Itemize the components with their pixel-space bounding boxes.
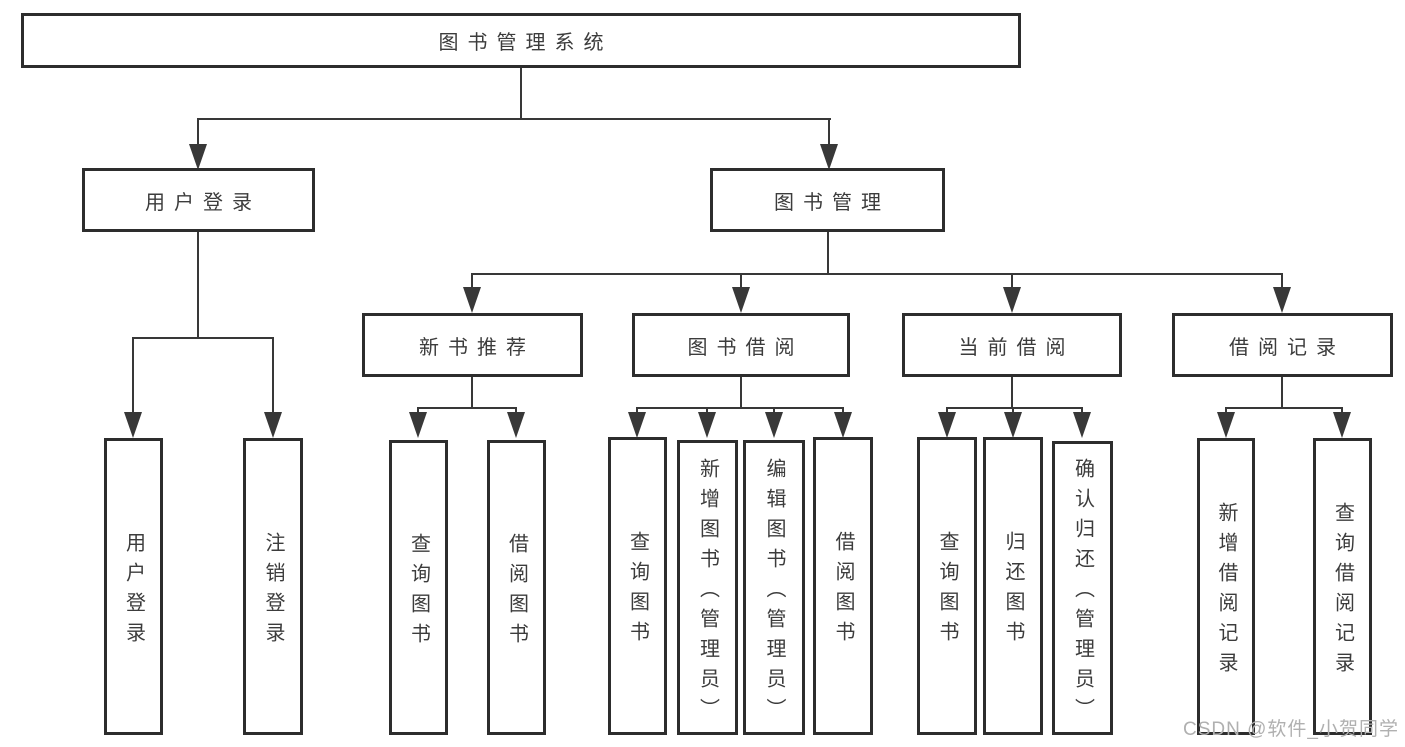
- edge-bookborrow-leaf1-drop: [636, 407, 638, 414]
- node-label: 图书借阅: [687, 336, 804, 359]
- edge-borrowrecords-leaf1-drop: [1225, 407, 1227, 414]
- node-new-book-recommendation: 新书推荐: [362, 313, 583, 377]
- node-book-borrowing: 图书借阅: [632, 313, 850, 377]
- node-label: 当前借阅: [958, 336, 1075, 359]
- arrowhead-bookborrow-leaf3: [765, 412, 783, 438]
- arrowhead-currentborrow-leaf2: [1004, 412, 1022, 438]
- edge-currentborrow-leaf1-drop: [946, 407, 948, 414]
- watermark-text: CSDN @软件_小贺同学: [1183, 719, 1399, 740]
- arrowhead-newbook-leaf2: [507, 412, 525, 438]
- edge-level2-rail: [197, 118, 831, 120]
- node-label: 新增借阅记录: [1215, 501, 1237, 682]
- edge-newbook-stem: [471, 377, 473, 407]
- node-label: 查询图书: [407, 532, 430, 653]
- edge-newbook-drop: [471, 273, 473, 287]
- arrowhead-borrowrecords-leaf1: [1217, 412, 1235, 438]
- edge-bookborrow-drop: [740, 273, 742, 287]
- node-add-books-admin: 新增图书（管理员）: [677, 440, 738, 735]
- node-label: 归还图书: [1002, 531, 1024, 651]
- arrowhead-user-login: [189, 144, 207, 170]
- node-label: 借阅图书: [832, 531, 854, 651]
- node-add-borrow-record: 新增借阅记录: [1197, 438, 1255, 735]
- edge-newbook-leaf2-drop: [515, 407, 517, 414]
- edge-currentborrow-stem: [1011, 377, 1013, 407]
- edge-book-mgmt-drop: [828, 118, 830, 146]
- edge-currentborrow-leaf2-drop: [1012, 407, 1014, 414]
- node-label: 查询图书: [936, 531, 958, 651]
- node-label: 借阅图书: [505, 532, 528, 653]
- node-edit-books-admin: 编辑图书（管理员）: [743, 440, 805, 735]
- node-label: 借阅记录: [1229, 336, 1345, 359]
- arrowhead-borrowrecords: [1273, 287, 1291, 313]
- edge-bookborrow-stem: [740, 377, 742, 407]
- node-label: 图书管理: [774, 191, 890, 214]
- edge-currentborrow-rail: [946, 407, 1083, 409]
- arrowhead-currentborrow: [1003, 287, 1021, 313]
- arrowhead-newbook: [463, 287, 481, 313]
- node-label: 图书管理系统: [438, 32, 613, 54]
- node-query-borrow-record: 查询借阅记录: [1313, 438, 1372, 735]
- arrowhead-borrowrecords-leaf2: [1333, 412, 1351, 438]
- edge-login-leaf1-drop: [132, 337, 134, 412]
- node-label: 查询借阅记录: [1331, 501, 1354, 682]
- node-label: 查询图书: [626, 531, 649, 651]
- arrowhead-bookborrow-leaf2: [698, 412, 716, 438]
- node-borrow-books-2: 借阅图书: [813, 437, 873, 735]
- node-user-login-action: 用户登录: [104, 438, 163, 735]
- arrowhead-bookborrow-leaf4: [834, 412, 852, 438]
- node-label: 用户登录: [145, 191, 261, 214]
- edge-root-stem: [520, 68, 522, 118]
- node-library-management-system: 图书管理系统: [21, 13, 1021, 68]
- edge-borrowrecords-rail: [1225, 407, 1343, 409]
- node-borrowing-records: 借阅记录: [1172, 313, 1393, 377]
- edge-level3-rail: [471, 273, 1283, 275]
- edge-newbook-leaf1-drop: [417, 407, 419, 414]
- edge-newbook-rail: [417, 407, 517, 409]
- node-confirm-return-admin: 确认归还（管理员）: [1052, 441, 1113, 735]
- edge-currentborrow-leaf3-drop: [1081, 407, 1083, 414]
- node-borrow-books-1: 借阅图书: [487, 440, 546, 735]
- node-label: 编辑图书（管理员）: [763, 457, 785, 728]
- edge-bookborrow-leaf3-drop: [773, 407, 775, 414]
- arrowhead-book-mgmt: [820, 144, 838, 170]
- node-label: 确认归还（管理员）: [1071, 458, 1094, 728]
- arrowhead-currentborrow-leaf3: [1073, 412, 1091, 438]
- node-query-books-2: 查询图书: [608, 437, 667, 735]
- node-user-login: 用户登录: [82, 168, 315, 232]
- node-book-management: 图书管理: [710, 168, 945, 232]
- edge-user-login-stem: [197, 232, 199, 337]
- edge-login-leaf2-drop: [272, 337, 274, 412]
- node-logout: 注销登录: [243, 438, 303, 735]
- node-label: 新书推荐: [419, 336, 535, 359]
- edge-user-login-drop: [197, 118, 199, 146]
- edge-currentborrow-drop: [1011, 273, 1013, 287]
- arrowhead-login-leaf1: [124, 412, 142, 438]
- node-query-books-3: 查询图书: [917, 437, 977, 735]
- edge-login-group-rail: [132, 337, 274, 339]
- arrowhead-newbook-leaf1: [409, 412, 427, 438]
- arrowhead-login-leaf2: [264, 412, 282, 438]
- edge-bookborrow-leaf2-drop: [706, 407, 708, 414]
- node-label: 注销登录: [262, 531, 284, 652]
- node-query-books-1: 查询图书: [389, 440, 448, 735]
- node-return-books: 归还图书: [983, 437, 1043, 735]
- edge-bookborrow-rail: [636, 407, 844, 409]
- edge-borrowrecords-stem: [1281, 377, 1283, 407]
- arrowhead-bookborrow-leaf1: [628, 412, 646, 438]
- node-label: 用户登录: [122, 531, 145, 652]
- arrowhead-currentborrow-leaf1: [938, 412, 956, 438]
- arrowhead-bookborrow: [732, 287, 750, 313]
- edge-book-mgmt-stem: [827, 232, 829, 273]
- node-label: 新增图书（管理员）: [696, 457, 719, 728]
- edge-bookborrow-leaf4-drop: [842, 407, 844, 414]
- edge-borrowrecords-drop: [1281, 273, 1283, 287]
- edge-borrowrecords-leaf2-drop: [1341, 407, 1343, 414]
- node-current-borrowing: 当前借阅: [902, 313, 1122, 377]
